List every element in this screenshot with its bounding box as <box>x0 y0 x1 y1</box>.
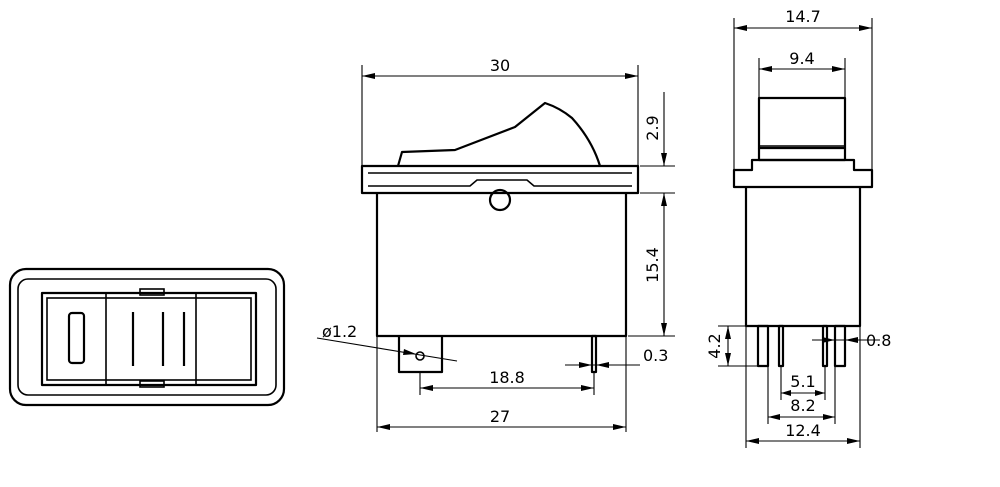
dim-pin-width: 0.8 <box>866 331 891 350</box>
top-view-bezel-inner <box>17 278 277 396</box>
front-flange-line-2 <box>368 179 632 187</box>
dim-overall-width: 30 <box>490 56 510 75</box>
top-view-notch-bottom <box>139 380 165 388</box>
top-view <box>8 267 286 407</box>
off-symbol <box>67 311 86 365</box>
dim-pin-span: 8.2 <box>790 396 815 415</box>
dim-rocker-width: 9.4 <box>789 49 814 68</box>
dim-hole-diameter: ø1.2 <box>322 322 357 341</box>
mounting-hole <box>488 188 512 212</box>
top-view-opening-inner <box>46 297 252 381</box>
top-view-notch-top <box>139 288 165 296</box>
dim-rocker-height: 2.9 <box>643 115 662 140</box>
dim-pin-height: 4.2 <box>705 333 724 358</box>
side-rocker-base <box>757 148 847 162</box>
front-flange <box>360 164 640 195</box>
dim-body-width: 27 <box>490 407 510 426</box>
dim-side-body-width: 12.4 <box>785 421 821 440</box>
side-pin-3 <box>821 324 829 368</box>
dim-inner-pin-gap: 5.1 <box>790 372 815 391</box>
side-pin-4 <box>833 324 847 368</box>
side-flange <box>732 158 874 189</box>
side-body <box>744 187 862 328</box>
rocker-actuator <box>396 101 602 167</box>
side-pin-2 <box>777 324 785 368</box>
side-rocker <box>757 96 847 150</box>
terminal-hole <box>415 351 425 361</box>
side-view: 14.7 9.4 4.2 0.8 5.1 8.2 <box>705 7 891 448</box>
dim-body-height: 15.4 <box>643 247 662 283</box>
dim-flange-width: 14.7 <box>785 7 821 26</box>
front-view: 30 2.9 15.4 ø1.2 0.3 18.8 <box>316 56 675 432</box>
top-view-opening <box>40 291 258 387</box>
front-body <box>375 193 628 338</box>
terminal-right <box>590 334 598 374</box>
side-pin-1 <box>756 324 770 368</box>
top-view-bezel-outer <box>8 267 286 407</box>
dim-pin-spacing: 18.8 <box>489 368 525 387</box>
dim-pin-thickness: 0.3 <box>643 346 668 365</box>
